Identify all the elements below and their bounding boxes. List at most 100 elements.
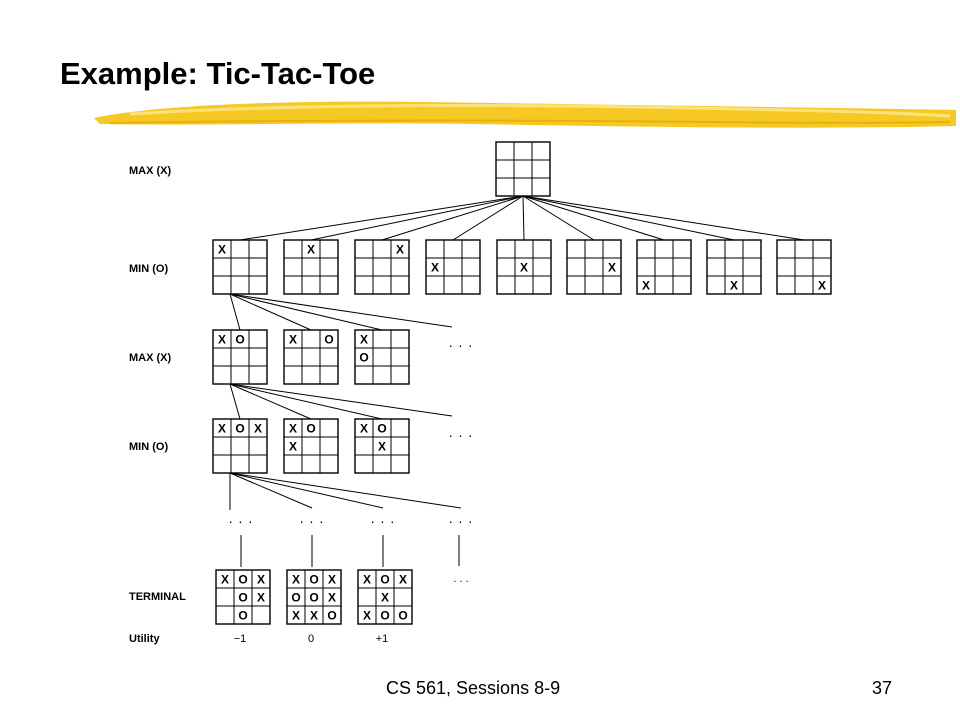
page-number: 37 [872,678,893,698]
edge-min-to-max [229,293,383,331]
mark-o: O [309,573,318,587]
mark-x: X [254,422,262,436]
mark-x: X [378,440,386,454]
mark-x: X [608,261,616,275]
board-min1-7: X [706,239,762,295]
board-min1-4: X [496,239,552,295]
board-max2-2: XO [354,329,410,385]
edge-root-to-min [522,195,525,241]
board-frame [286,569,342,625]
slide-title: Example: Tic-Tac-Toe [60,56,376,91]
edge-root-to-min [522,195,595,241]
board-frame [776,239,832,295]
edge-min-to-max [229,293,312,331]
edge-root-to-min [522,195,805,241]
mark-o: O [324,333,333,347]
board-frame [354,329,410,385]
mark-x: X [292,609,300,623]
board-frame [283,239,339,295]
board-min1-1: X [283,239,339,295]
mark-x: X [221,573,229,587]
mark-o: O [380,609,389,623]
mark-o: O [238,591,247,605]
mark-o: O [235,333,244,347]
level-labels: MAX (X)MIN (O)MAX (X)MIN (O)TERMINALUtil… [129,165,186,645]
brushstroke-shadow [109,119,951,124]
mark-o: O [291,591,300,605]
board-frame [425,239,481,295]
mark-x: X [310,609,318,623]
tree-edges [229,195,805,567]
board-frame [212,418,268,474]
mark-o: O [359,351,368,365]
mark-x: X [431,261,439,275]
edge-max-to-min [229,383,241,420]
mark-x: X [292,573,300,587]
mark-o: O [309,591,318,605]
edge-root-to-min [522,195,735,241]
mark-x: X [328,591,336,605]
ellipsis: . . . [229,510,253,526]
edge-min-to-ellipsis [229,472,384,509]
mark-x: X [289,422,297,436]
board-frame [354,239,410,295]
mark-x: X [257,573,265,587]
mark-x: X [381,591,389,605]
mark-x: X [289,440,297,454]
mark-x: X [218,422,226,436]
edge-min-to-ellipsis [229,472,313,509]
level-label-terminal: TERMINAL [129,591,186,603]
level-label-max2: MAX (X) [129,352,172,364]
mark-o: O [238,573,247,587]
board-frame [283,329,339,385]
ellipsis: . . . [449,424,473,440]
edge-root-to-min [452,195,524,241]
board-frame [212,239,268,295]
board-frame [212,329,268,385]
board-min1-6: X [636,239,692,295]
mark-o: O [327,609,336,623]
edge-max-to-min-more [229,383,453,417]
level-label-root: MAX (X) [129,165,172,177]
mark-o: O [238,609,247,623]
ellipsis: . . . [371,510,395,526]
mark-x: X [218,243,226,257]
utility-value: +1 [376,633,389,645]
edge-min-to-max [229,293,241,331]
level-label-utility: Utility [129,633,160,645]
mark-o: O [235,422,244,436]
mark-x: X [328,573,336,587]
mark-x: X [363,573,371,587]
edge-root-to-min [239,195,524,241]
mark-x: X [307,243,315,257]
ellipsis: . . . [449,510,473,526]
board-frame [357,569,413,625]
edge-root-to-min [381,195,524,241]
level-label-min1: MIN (O) [129,263,168,275]
mark-x: X [360,422,368,436]
board-frame [283,418,339,474]
mark-x: X [257,591,265,605]
mark-x: X [360,333,368,347]
edge-root-to-min [522,195,665,241]
mark-x: X [396,243,404,257]
edge-min-to-ellipsis [229,472,462,509]
board-min1-5: X [566,239,622,295]
mark-x: X [289,333,297,347]
board-frame [496,239,552,295]
board-frame [566,239,622,295]
board-frame [354,418,410,474]
board-frame [215,569,271,625]
ellipsis: . . . [300,510,324,526]
mark-o: O [306,422,315,436]
ellipsis: . . . [449,334,473,350]
